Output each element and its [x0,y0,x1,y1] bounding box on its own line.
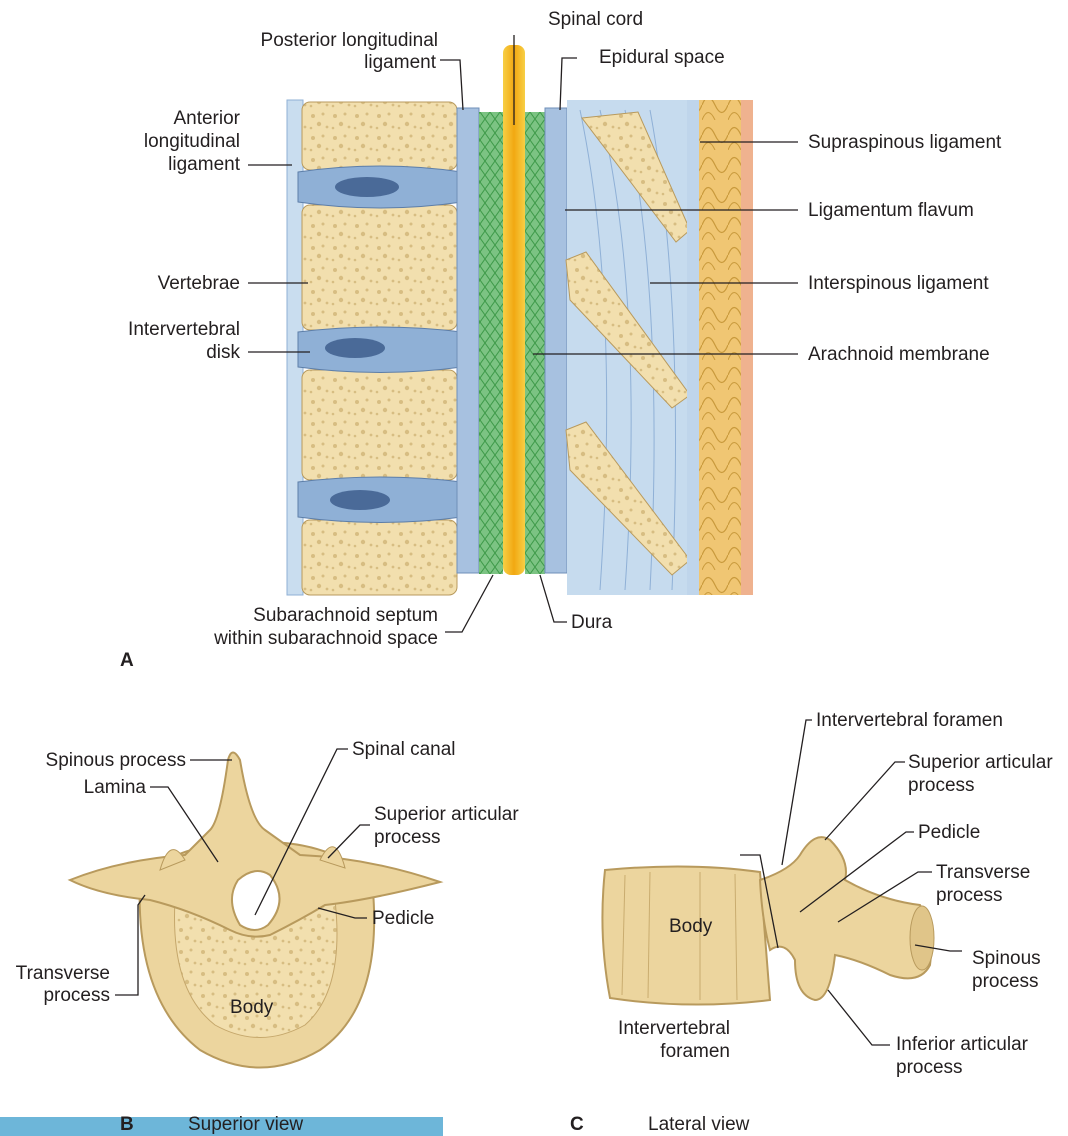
label-epidural-space: Epidural space [599,46,725,69]
panel-c-vertebra [602,837,934,1004]
label-dura: Dura [571,611,612,634]
panel-a-letter: A [120,650,134,672]
panel-a-art [287,45,753,595]
label-b-superior-articular-line2: process [374,826,441,849]
label-c-inferior-articular-line2: process [896,1056,963,1079]
label-vertebrae: Vertebrae [158,272,240,295]
label-c-spinous-line1: Spinous [972,947,1041,970]
label-c-intervertebral-foramen-bottom-line2: foramen [660,1040,730,1063]
label-b-transverse-line1: Transverse [16,962,110,985]
label-subarachnoid-septum-line2: within subarachnoid space [214,627,438,650]
label-b-transverse-line2: process [43,984,110,1007]
label-supraspinous-ligament: Supraspinous ligament [808,131,1001,154]
label-anterior-longitudinal-ligament-line2: longitudinal [144,130,240,153]
panel-c-letter: C [570,1114,584,1136]
label-subarachnoid-septum-line1: Subarachnoid septum [253,604,438,627]
label-c-intervertebral-foramen-bottom-line1: Intervertebral [618,1017,730,1040]
label-interspinous-ligament: Interspinous ligament [808,272,989,295]
label-arachnoid-membrane: Arachnoid membrane [808,343,990,366]
panel-c-caption: Lateral view [648,1114,749,1136]
label-c-transverse-line1: Transverse [936,861,1030,884]
label-b-spinal-canal: Spinal canal [352,738,456,761]
label-ligamentum-flavum: Ligamentum flavum [808,199,974,222]
label-b-lamina: Lamina [84,776,146,799]
label-c-inferior-articular-line1: Inferior articular [896,1033,1028,1056]
label-b-superior-articular-line1: Superior articular [374,803,519,826]
label-posterior-longitudinal-ligament-line1: Posterior longitudinal [261,29,438,52]
panel-b-caption: Superior view [188,1114,303,1136]
label-c-spinous-line2: process [972,970,1039,993]
label-c-superior-articular-line1: Superior articular [908,751,1053,774]
label-intervertebral-disk-line2: disk [206,341,240,364]
label-c-transverse-line2: process [936,884,1003,907]
label-c-superior-articular-line2: process [908,774,975,797]
label-anterior-longitudinal-ligament-line1: Anterior [173,107,240,130]
label-anterior-longitudinal-ligament-line3: ligament [168,153,240,176]
label-posterior-longitudinal-ligament-line2: ligament [364,51,436,74]
label-b-spinous-process: Spinous process [46,749,186,772]
label-b-pedicle: Pedicle [372,907,434,930]
label-c-pedicle: Pedicle [918,821,980,844]
label-intervertebral-disk-line1: Intervertebral [128,318,240,341]
label-c-body: Body [669,915,712,938]
label-spinal-cord: Spinal cord [548,8,643,31]
label-b-body: Body [230,996,273,1019]
label-c-intervertebral-foramen-top: Intervertebral foramen [816,709,1003,732]
panel-b-letter: B [120,1114,134,1136]
